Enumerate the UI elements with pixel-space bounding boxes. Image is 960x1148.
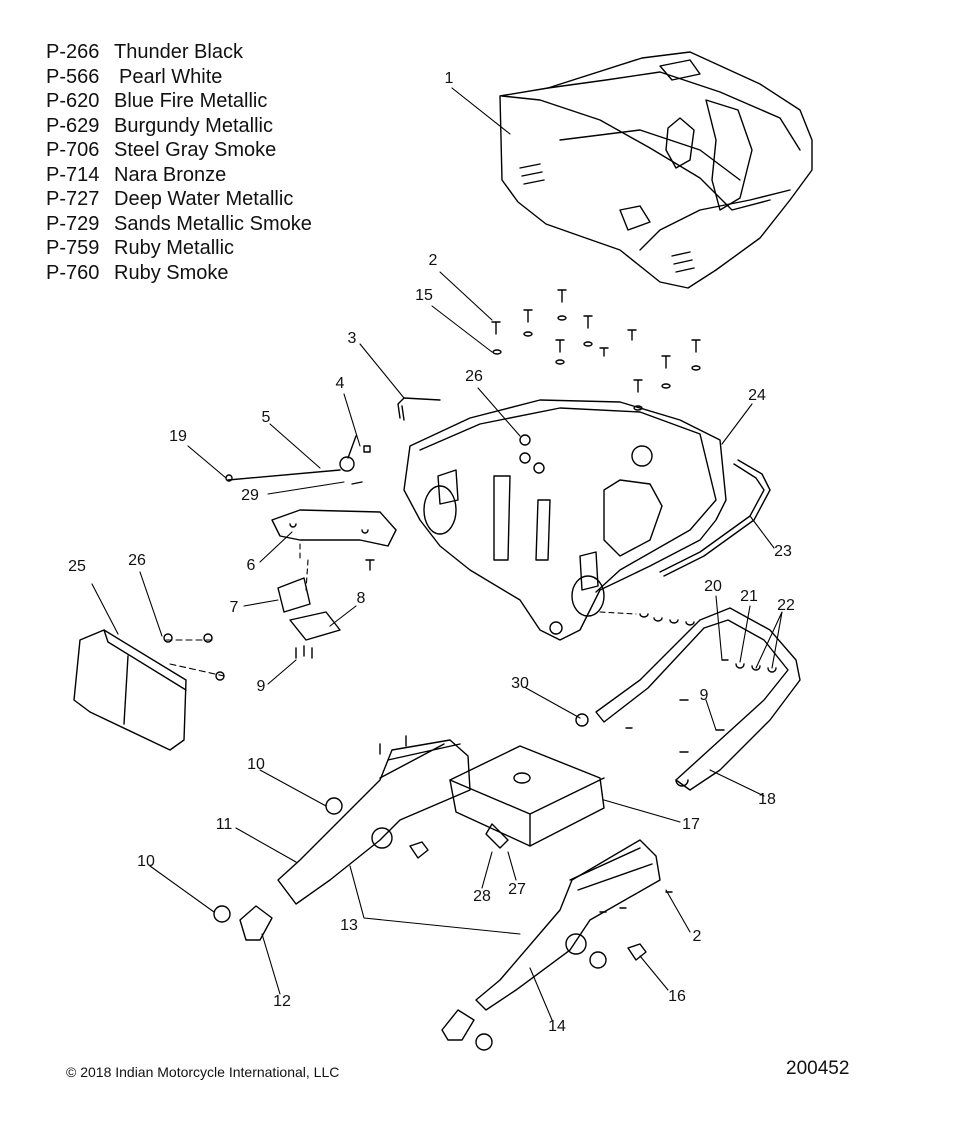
callout-10-lower: 10 [137,853,155,870]
latch-cable [225,435,371,485]
paint-name: Ruby Metallic [114,237,235,259]
legend-row: P-760 Ruby Smoke [46,261,312,286]
paint-code: P-727 [46,188,100,210]
callout-9-right: 9 [699,687,709,704]
callout-27: 27 [508,881,526,898]
left-support-bracket [277,735,471,905]
legend-row: P-727 Deep Water Metallic [46,187,312,212]
leader-lines [91,87,783,1021]
paint-name: Thunder Black [114,41,243,63]
callout-7: 7 [229,599,239,616]
callout-23: 23 [774,543,792,560]
mount-rail [575,607,801,791]
callout-20: 20 [704,578,722,595]
paint-code: P-629 [46,114,100,137]
paint-code: P-266 [46,41,100,63]
paint-code: P-706 [46,139,100,161]
legend-row: P-706 Steel Gray Smoke [46,138,312,163]
paint-code: P-714 [46,163,100,186]
right-support-bracket [475,839,673,1011]
callout-19: 19 [169,428,187,445]
legend-row: P-266 Thunder Black [46,40,312,65]
callout-24: 24 [748,387,766,404]
trunk-lid [499,51,813,289]
paint-name: Ruby Smoke [114,261,229,284]
callout-17: 17 [682,816,700,833]
paint-name: Blue Fire Metallic [114,90,268,112]
paint-code: P-760 [46,261,100,284]
paint-name: Deep Water Metallic [114,188,294,210]
legend-row: P-729 Sands Metallic Smoke [46,212,312,237]
callout-21: 21 [740,588,758,605]
callout-26-side: 26 [128,552,146,569]
paint-name: Pearl White [119,65,223,88]
callout-18: 18 [758,791,776,808]
callout-28: 28 [473,888,491,905]
callout-22: 22 [777,597,795,614]
legend-row: P-714 Nara Bronze [46,163,312,188]
legend-row: P-566 Pearl White [46,65,312,90]
screw-group-2 [163,633,225,681]
callout-13: 13 [340,917,358,934]
callout-4: 4 [335,375,345,392]
callout-26-top: 26 [465,368,483,385]
callout-8: 8 [356,590,366,607]
hinge-parts [277,559,375,659]
callout-16: 16 [668,988,686,1005]
callout-14: 14 [548,1018,566,1035]
trim-strip [659,459,771,577]
legend-row: P-620 Blue Fire Metallic [46,89,312,114]
callout-2: 2 [428,252,438,269]
paint-name: Sands Metallic Smoke [114,212,312,235]
paint-code: P-759 [46,237,100,259]
callout-12: 12 [273,993,291,1010]
paint-name: Burgundy Metallic [114,114,273,137]
legend-row: P-629 Burgundy Metallic [46,114,312,139]
drawing-number: 200452 [786,1058,850,1079]
callout-15: 15 [415,287,433,304]
legend-row: P-759 Ruby Metallic [46,236,312,261]
mounting-plate [449,745,605,847]
color-code-legend: P-266 Thunder Black P-566 Pearl White P-62… [46,40,312,285]
bushings [213,797,509,1051]
callout-1: 1 [444,70,454,87]
callout-5: 5 [261,409,271,426]
cable-part [397,397,441,421]
callout-2-lower: 2 [692,928,702,945]
trunk-base [403,399,727,641]
side-pad [73,629,187,751]
latch-plate [271,509,397,547]
paint-code: P-566 [46,65,100,88]
callout-10-upper: 10 [247,756,265,773]
screw-group [491,289,701,411]
callout-29: 29 [241,487,259,504]
callout-3: 3 [347,330,357,347]
callout-11: 11 [215,816,233,833]
paint-code: P-620 [46,90,100,112]
copyright-notice: © 2018 Indian Motorcycle International, … [66,1064,340,1080]
callout-30: 30 [511,675,529,692]
paint-name: Steel Gray Smoke [114,139,277,161]
paint-name: Nara Bronze [114,163,227,186]
callout-9-left: 9 [256,678,266,695]
callout-25: 25 [68,558,86,575]
paint-code: P-729 [46,212,100,235]
callout-6: 6 [246,557,256,574]
